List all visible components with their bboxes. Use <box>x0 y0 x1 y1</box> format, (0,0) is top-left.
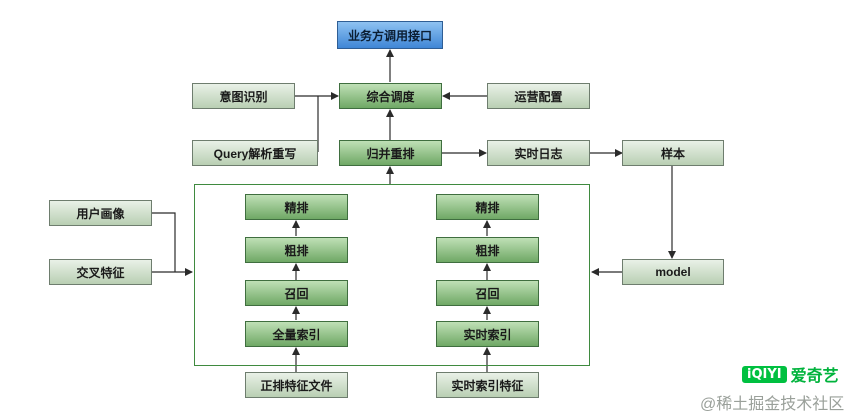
node-realtime-log: 实时日志 <box>487 140 590 166</box>
node-query-rewrite: Query解析重写 <box>192 140 318 166</box>
iqiyi-logo-badge: iQIYI <box>742 365 787 383</box>
node-cross-features: 交叉特征 <box>49 259 152 285</box>
watermark-text: @稀土掘金技术社区 <box>700 396 845 413</box>
node-scheduling: 综合调度 <box>339 83 442 109</box>
node-left-recall: 召回 <box>245 280 348 306</box>
node-right-realtime-index: 实时索引 <box>436 321 539 347</box>
node-user-profile: 用户画像 <box>49 200 152 226</box>
node-intent: 意图识别 <box>192 83 295 109</box>
retrieval-group-box <box>194 184 590 366</box>
node-right-recall: 召回 <box>436 280 539 306</box>
node-left-full-index: 全量索引 <box>245 321 348 347</box>
node-samples: 样本 <box>622 140 724 166</box>
node-right-coarse-rank: 粗排 <box>436 237 539 263</box>
node-left-source: 正排特征文件 <box>245 372 348 398</box>
node-right-source: 实时索引特征 <box>436 372 539 398</box>
node-right-fine-rank: 精排 <box>436 194 539 220</box>
node-model: model <box>622 259 724 285</box>
node-left-fine-rank: 精排 <box>245 194 348 220</box>
iqiyi-logo: iQIYI 爱奇艺 <box>742 362 839 386</box>
line-user-profile <box>152 212 176 272</box>
node-left-coarse-rank: 粗排 <box>245 237 348 263</box>
iqiyi-logo-text: 爱奇艺 <box>790 368 839 385</box>
node-merge-rerank: 归并重排 <box>339 140 442 166</box>
node-ops-config: 运营配置 <box>487 83 590 109</box>
node-business-api: 业务方调用接口 <box>337 21 443 49</box>
